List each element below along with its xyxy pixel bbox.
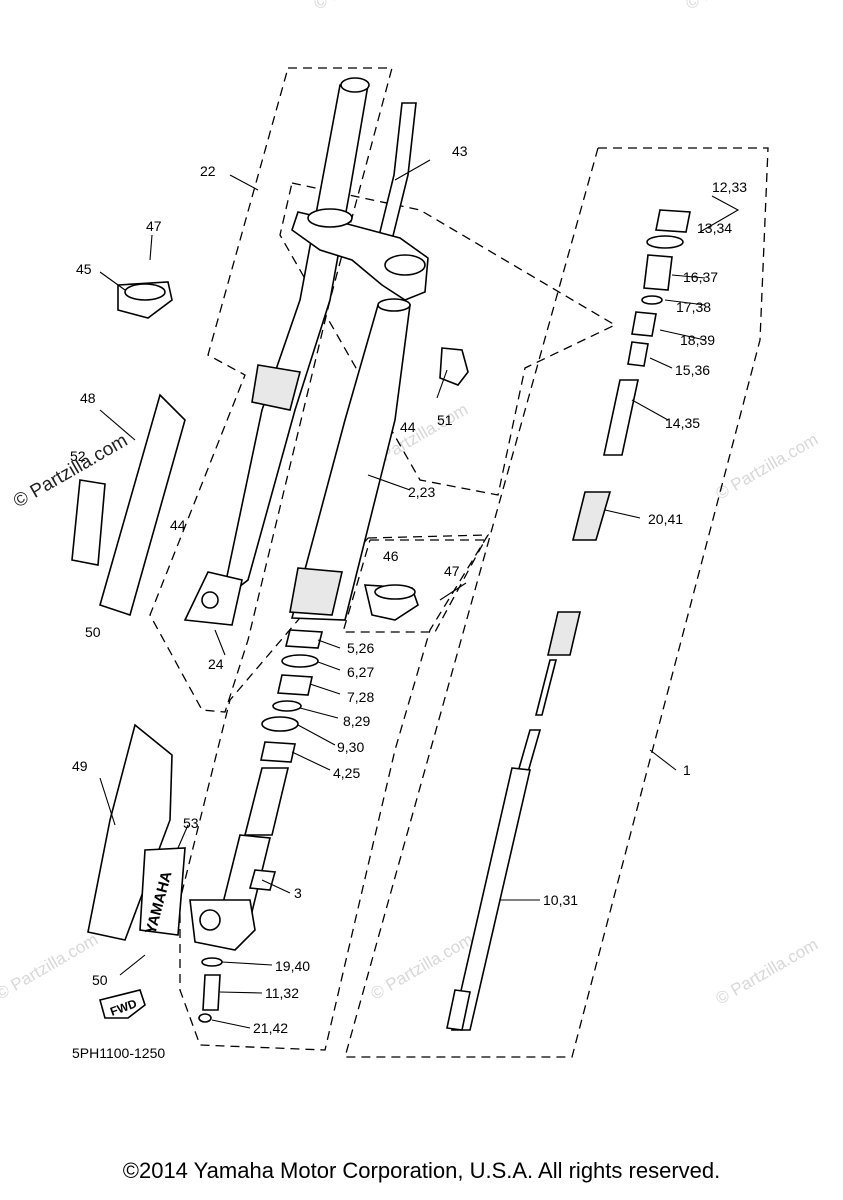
label-52: 52 — [70, 448, 86, 464]
label-13-34: 13,34 — [697, 220, 732, 236]
label-46: 46 — [383, 548, 399, 564]
copyright-notice: ©2014 Yamaha Motor Corporation, U.S.A. A… — [122, 1158, 721, 1183]
label-4-25: 4,25 — [333, 765, 360, 781]
label-20-41: 20,41 — [648, 511, 683, 527]
label-52 — [71, 479, 106, 566]
label-44: 44 — [170, 517, 186, 533]
label-24: 24 — [208, 656, 224, 672]
label-11-32: 11,32 — [265, 985, 299, 1001]
damper-group — [446, 209, 691, 1031]
label-53: 53 — [183, 815, 199, 831]
label-48: 48 — [80, 390, 96, 406]
label-10-31: 10,31 — [543, 892, 578, 908]
label-5-26: 5,26 — [347, 640, 374, 656]
label-45: 45 — [76, 261, 92, 277]
diagram-code: 5PH1100-1250 — [72, 1045, 165, 1061]
bracket-group-outline — [279, 182, 617, 496]
outer-tube-assembly-outline — [149, 67, 393, 713]
label-17-38: 17,38 — [676, 299, 711, 315]
label-50: 50 — [85, 624, 101, 640]
label-6-27: 6,27 — [347, 664, 374, 680]
inner-tube-assembly-outline — [179, 534, 490, 1051]
inner-tube-2-23 — [289, 298, 411, 621]
left-components — [71, 281, 469, 1019]
label-3: 3 — [294, 885, 302, 901]
label-43: 43 — [452, 143, 468, 159]
label-14-35: 14,35 — [665, 415, 700, 431]
fwd-arrow — [99, 989, 146, 1019]
label-7-28: 7,28 — [347, 689, 374, 705]
label-12-33: 12,33 — [712, 179, 747, 195]
leader-lines — [99, 159, 740, 1029]
watermark: © Partzilla.com — [0, 930, 101, 1004]
label-19-40: 19,40 — [275, 958, 310, 974]
label-21-42: 21,42 — [253, 1020, 288, 1036]
lower-leg-3 — [189, 767, 290, 951]
damper-assembly-outline — [344, 147, 769, 1058]
label-1: 1 — [683, 762, 691, 778]
label-47: 47 — [444, 563, 460, 579]
partzilla-watermark: © Partzilla.com — [10, 430, 131, 512]
label-18-39: 18,39 — [680, 332, 715, 348]
label-49: 49 — [72, 758, 88, 774]
decal-53 — [139, 847, 186, 936]
bracket-51 — [439, 347, 469, 386]
label-47: 47 — [146, 218, 162, 234]
fork-guard-49 — [87, 723, 173, 941]
label-2-23: 2,23 — [408, 484, 435, 500]
label-16-37: 16,37 — [683, 269, 718, 285]
label-50: 50 — [92, 972, 108, 988]
label-22: 22 — [200, 163, 216, 179]
bottom-parts — [198, 957, 223, 1023]
assembly-outlines — [149, 67, 769, 1058]
watermark: © Partzilla.com — [683, 0, 792, 13]
label-9-30: 9,30 — [337, 739, 364, 755]
watermark: © Partzilla.com — [311, 0, 420, 13]
steering-stem-43 — [291, 102, 429, 301]
label-51: 51 — [437, 412, 453, 428]
clamp-group-outline — [342, 539, 487, 633]
part-labels: 22 43 47 45 12,33 13,34 16,37 17,38 18,3… — [70, 143, 747, 1061]
label-15-36: 15,36 — [675, 362, 710, 378]
watermark: © Partzilla.com — [713, 935, 822, 1009]
label-8-29: 8,29 — [343, 713, 370, 729]
fork-guard-48 — [99, 393, 186, 617]
watermark: © Partzilla.com — [713, 430, 822, 504]
seal-stack — [260, 629, 324, 763]
label-44: 44 — [400, 419, 416, 435]
